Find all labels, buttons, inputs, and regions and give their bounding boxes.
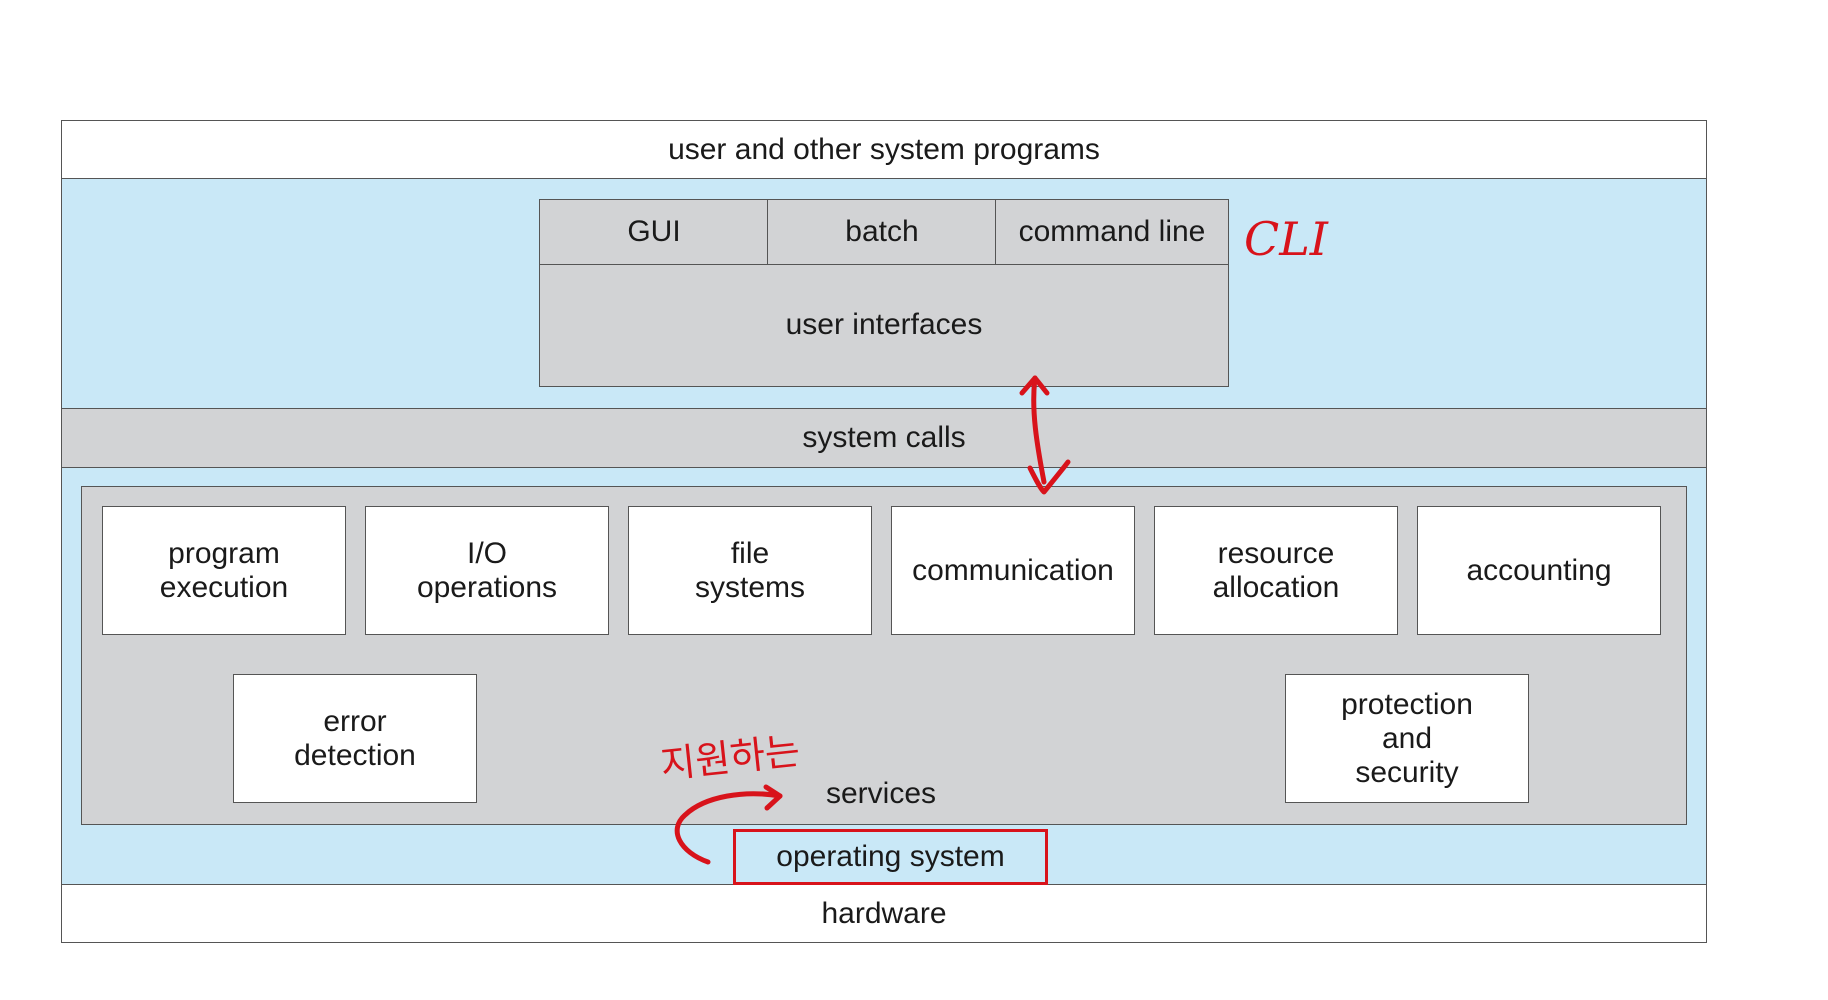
service-error-detection: error detection	[233, 674, 477, 803]
service-file-systems: file systems	[628, 506, 872, 635]
curved-arrow-head-icon	[763, 784, 783, 811]
arrow-head-down-icon	[1027, 459, 1071, 495]
ui-tab-gui: GUI	[539, 199, 769, 265]
double-arrow-stem	[1031, 375, 1047, 485]
curved-arrow-icon	[674, 791, 783, 865]
system-calls-layer: system calls	[61, 408, 1707, 468]
service-io-operations: I/O operations	[365, 506, 609, 635]
hardware-layer: hardware	[61, 884, 1707, 943]
service-resource-allocation: resource allocation	[1154, 506, 1398, 635]
service-communication: communication	[891, 506, 1135, 635]
ui-tab-command-line: command line	[995, 199, 1229, 265]
services-label: services	[825, 777, 937, 810]
service-protection-security: protection and security	[1285, 674, 1529, 803]
user-interfaces-label: user interfaces	[785, 308, 983, 341]
operating-system-label: operating system	[776, 840, 1005, 873]
service-accounting: accounting	[1417, 506, 1661, 635]
korean-note: 지원하는	[658, 729, 802, 787]
os-highlight-box	[733, 829, 1048, 885]
arrow-head-up-icon	[1019, 375, 1050, 396]
service-program-execution: program execution	[102, 506, 346, 635]
cli-note: CLI	[1244, 212, 1329, 266]
user-programs-layer: user and other system programs	[61, 120, 1707, 179]
